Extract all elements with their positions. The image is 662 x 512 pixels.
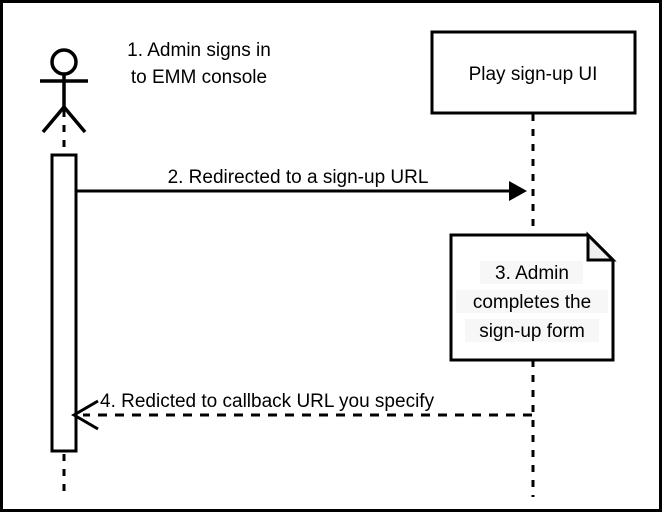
message-step-2-arrowhead — [509, 181, 527, 201]
message-step-4-label: 4. Redicted to callback URL you specify — [100, 391, 435, 412]
note-step-3-line-2-bg — [456, 290, 608, 313]
note-step-3-fold-corner-icon — [586, 231, 617, 262]
sequence-diagram: 1. Admin signs in to EMM console Play si… — [40, 30, 637, 497]
participant-label-play-signup-ui: Play sign-up UI — [469, 64, 598, 85]
note-step-3-line-2: completes the — [473, 292, 591, 313]
note-step-3-line-3: sign-up form — [479, 321, 585, 342]
annotation-step-1-line-2: to EMM console — [131, 67, 267, 88]
actor-admin[interactable] — [40, 48, 88, 134]
actor-head-icon — [50, 48, 78, 76]
message-step-2[interactable]: 2. Redirected to a sign-up URL — [75, 167, 527, 201]
message-step-2-label: 2. Redirected to a sign-up URL — [168, 167, 429, 188]
note-step-3-line-3-bg — [465, 319, 599, 342]
participant-box-play-signup-ui[interactable] — [430, 30, 637, 115]
message-step-4[interactable]: 4. Redicted to callback URL you specify — [71, 391, 532, 431]
actor-leg-left-icon — [41, 105, 66, 134]
participant-play-signup-ui[interactable]: Play sign-up UI — [430, 30, 637, 115]
note-step-3-line-1: 3. Admin — [495, 263, 569, 284]
note-step-3-line-1-bg — [480, 261, 583, 284]
annotation-step-1: 1. Admin signs in to EMM console — [127, 40, 271, 88]
actor-leg-right-icon — [62, 105, 87, 134]
annotation-step-1-line-1: 1. Admin signs in — [127, 40, 271, 61]
activation-bar-admin[interactable] — [50, 153, 78, 453]
message-step-4-arrowhead — [71, 399, 99, 431]
note-step-3[interactable]: 3. Admin completes the sign-up form — [449, 231, 617, 362]
